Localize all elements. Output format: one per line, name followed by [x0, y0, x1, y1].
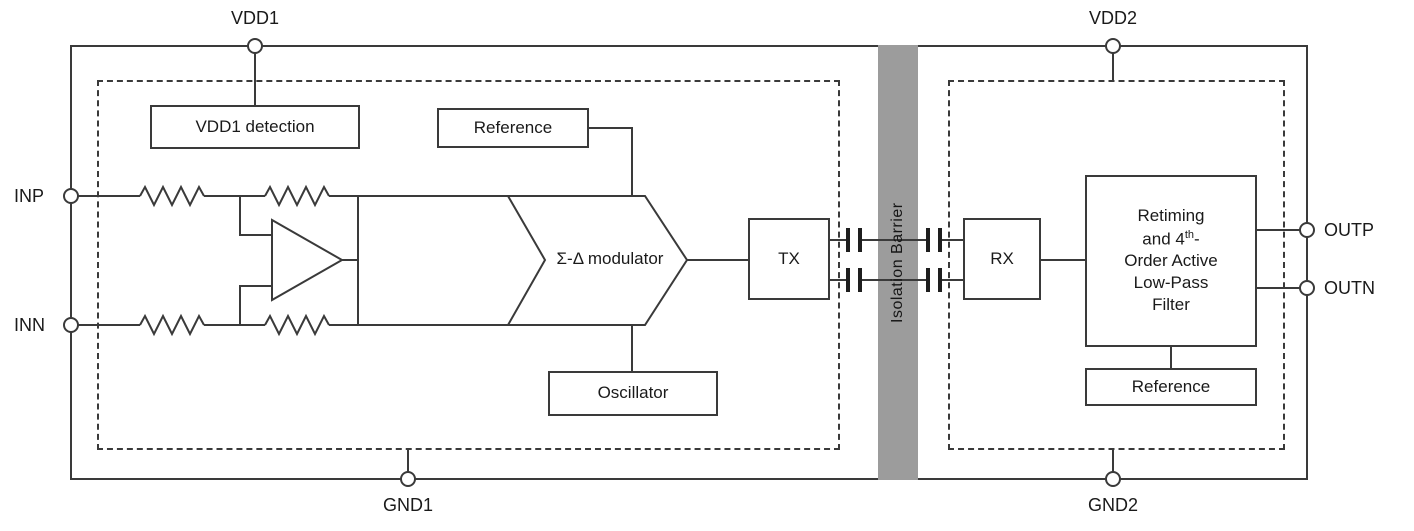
capacitor-plate-icon [846, 228, 850, 252]
inn-terminal [63, 317, 79, 333]
reference-left-block: Reference [437, 108, 589, 148]
wires [78, 53, 1300, 472]
filter-line: Order Active [1124, 251, 1218, 271]
isolation-barrier-label: Isolation Barrier [889, 202, 906, 323]
reference-left-label: Reference [473, 117, 553, 137]
rx-block: RX [963, 218, 1041, 300]
capacitor-plate-icon [846, 268, 850, 292]
gnd1-terminal [400, 471, 416, 487]
oscillator-block: Oscillator [548, 371, 718, 416]
pin-label-outp: OUTP [1324, 220, 1375, 240]
left-die-region [97, 80, 840, 450]
vdd1-terminal [247, 38, 263, 54]
tx-block: TX [748, 218, 830, 300]
capacitor-plate-icon [858, 268, 862, 292]
resistor-icon [264, 184, 330, 208]
sigma-delta-modulator-shape [506, 195, 689, 326]
oscillator-label: Oscillator [597, 383, 669, 403]
gnd2-terminal [1105, 471, 1121, 487]
capacitor-plate-icon [938, 268, 942, 292]
isolation-barrier [878, 45, 918, 480]
resistor-icon [139, 313, 205, 337]
capacitor-plate-icon [926, 268, 930, 292]
resistor-icon [264, 313, 330, 337]
tx-label: TX [778, 248, 800, 268]
resistor-icon [139, 184, 205, 208]
lowpass-filter-label: Retiming and 4th- Order Active Low-Pass … [1124, 205, 1218, 316]
filter-line: Filter [1152, 295, 1190, 315]
vdd1-detection-block: VDD1 detection [150, 105, 360, 149]
right-die-region [948, 80, 1285, 450]
outn-terminal [1299, 280, 1315, 296]
vdd1-detection-label: VDD1 detection [195, 116, 315, 136]
pin-label-gnd1: GND1 [382, 495, 433, 515]
capacitor-plate-icon [858, 228, 862, 252]
opamp-icon [271, 218, 345, 302]
reference-right-block: Reference [1085, 368, 1257, 406]
outp-terminal [1299, 222, 1315, 238]
pin-label-vdd2: VDD2 [1088, 8, 1137, 28]
isolation-capacitors [846, 228, 942, 292]
filter-line: Retiming [1137, 206, 1205, 226]
vdd2-terminal [1105, 38, 1121, 54]
rx-label: RX [990, 248, 1014, 268]
pin-label-outn: OUTN [1324, 278, 1375, 298]
capacitor-plate-icon [938, 228, 942, 252]
pin-label-inn: INN [14, 315, 45, 335]
pin-label-inp: INP [14, 186, 45, 206]
package-outline [70, 45, 1308, 480]
reference-right-label: Reference [1131, 376, 1211, 396]
modulator-label: Σ-Δ modulator [556, 249, 664, 268]
inp-terminal [63, 188, 79, 204]
pin-label-vdd1: VDD1 [230, 8, 279, 28]
pin-label-gnd2: GND2 [1087, 495, 1138, 515]
filter-line: Low-Pass [1133, 273, 1209, 293]
capacitor-plate-icon [926, 228, 930, 252]
lowpass-filter-block: Retiming and 4th- Order Active Low-Pass … [1085, 175, 1257, 347]
filter-line: and 4th- [1142, 228, 1200, 249]
